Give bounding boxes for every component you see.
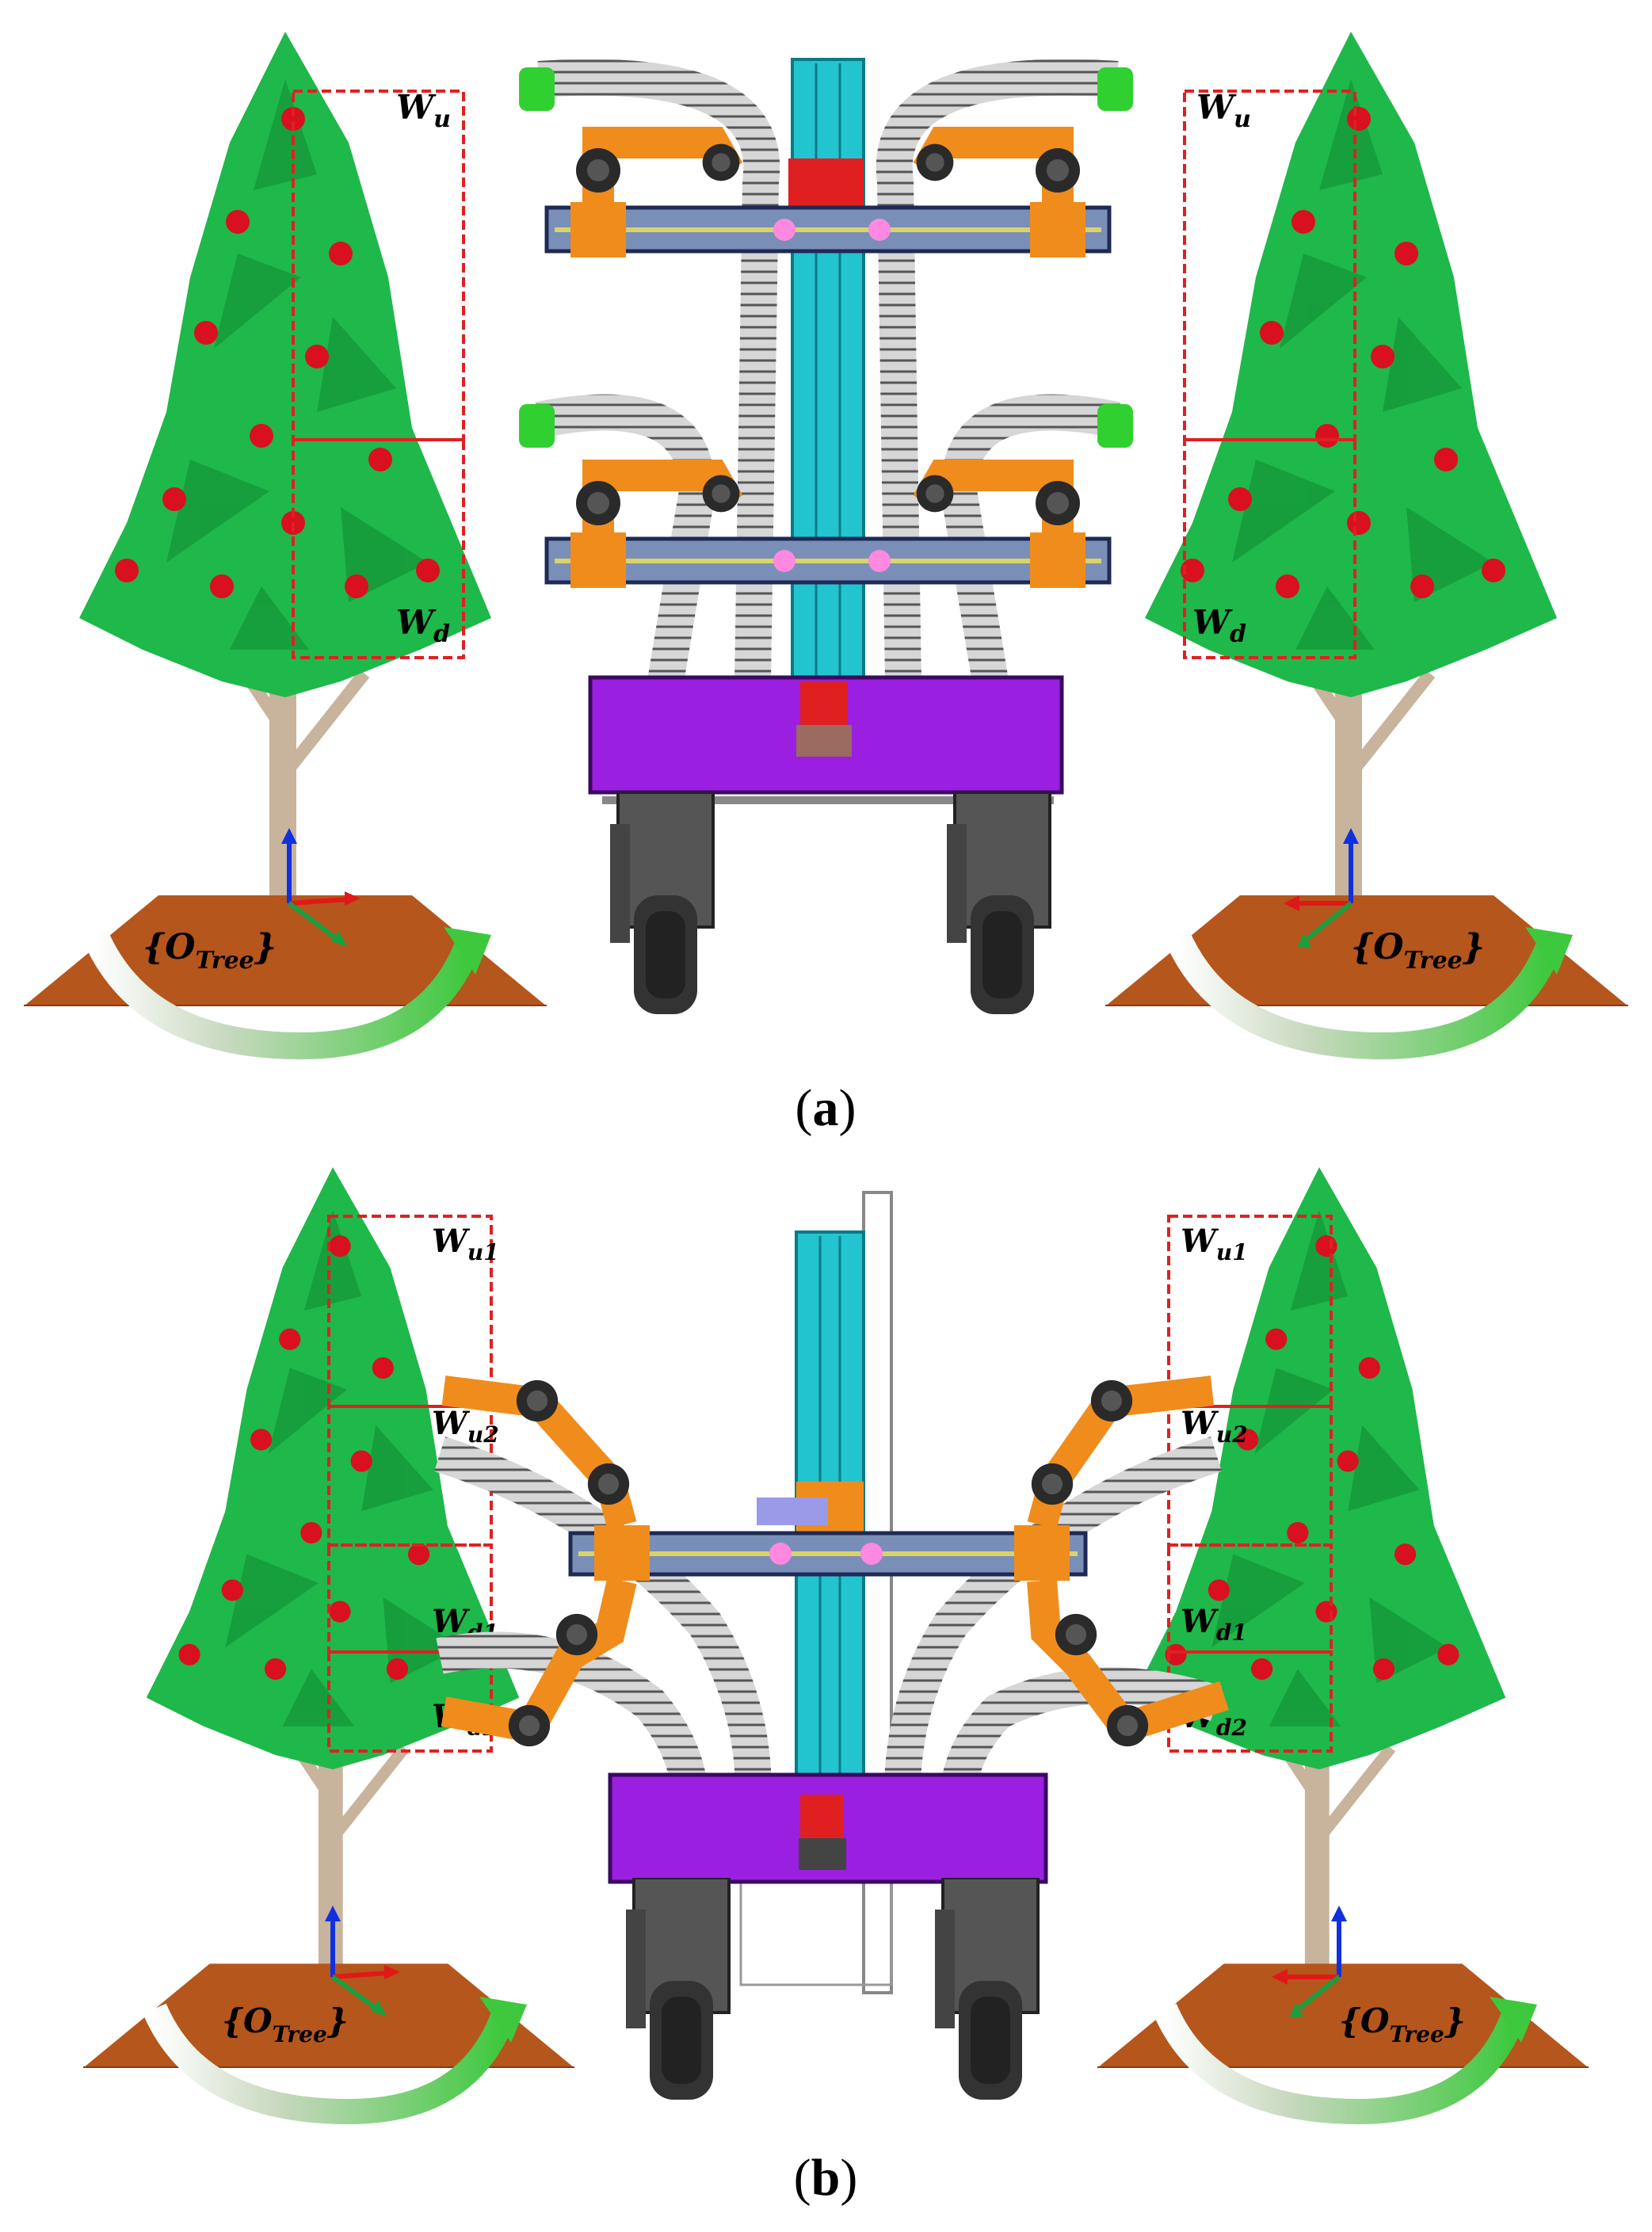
coordinate-axes-icon	[325, 1906, 400, 2016]
robot-b	[434, 1191, 1229, 2100]
workspace-d1-box	[327, 1543, 493, 1654]
caption-a: (a)	[795, 1079, 857, 1137]
rotation-arrow-icon	[82, 929, 480, 1060]
window-label-wu: Wu	[1196, 88, 1251, 133]
workspace-d2-box	[327, 1650, 493, 1753]
lift-column	[791, 58, 865, 695]
tree-right-a: {OTree} Wu Wd	[1105, 32, 1628, 1060]
coordinate-axes-icon	[1284, 828, 1359, 948]
hose	[537, 59, 780, 682]
rotation-arrow-icon	[1153, 2003, 1525, 2125]
rotation-arrow-icon	[1164, 929, 1562, 1060]
gripper-icon	[519, 404, 555, 448]
tree-frame-label: {OTree}	[222, 2001, 349, 2047]
window-label-wd: Wd	[1192, 603, 1246, 648]
caption-b: (b)	[794, 2149, 858, 2207]
tree-icon	[147, 1167, 519, 2006]
gripper-icon	[1097, 404, 1133, 448]
hose	[434, 1436, 773, 1824]
tree-frame-label: {OTree}	[143, 927, 277, 975]
window-label-wd: Wd	[396, 603, 450, 648]
workspace-lower-box	[1183, 438, 1356, 659]
wheel-icon	[610, 792, 715, 1014]
robot-arm-icon	[1027, 1579, 1229, 1746]
wheel-icon	[626, 1878, 731, 2100]
window-label-wu1: Wu1	[432, 1223, 499, 1265]
panel-a: {OTree} Wu Wd {OTree}	[24, 32, 1628, 1137]
robot-arm-icon	[441, 1577, 637, 1745]
tree-icon	[1133, 1167, 1505, 2006]
gripper-icon	[1097, 67, 1133, 111]
hose	[876, 59, 1119, 682]
tree-frame-label: {OTree}	[1339, 2001, 1466, 2047]
workspace-u1-box	[1167, 1215, 1333, 1408]
wheel-icon	[947, 792, 1051, 1014]
window-label-wu1: Wu1	[1181, 1223, 1248, 1265]
tree-icon	[79, 32, 491, 959]
tree-frame-label: {OTree}	[1351, 927, 1485, 975]
tree-right-b: {OTree} Wu1 Wu2 Wd1 Wd2	[1097, 1167, 1589, 2125]
workspace-lower-box	[292, 438, 465, 659]
tree-left-a: {OTree} Wu Wd	[24, 32, 547, 1060]
window-label-wd1: Wd1	[1181, 1603, 1247, 1646]
workspace-d1-box	[1167, 1543, 1333, 1654]
coordinate-axes-icon	[281, 828, 361, 947]
window-label-wu2: Wu2	[1181, 1405, 1248, 1448]
robot-a	[519, 58, 1133, 1014]
wheel-icon	[935, 1878, 1040, 2100]
workspace-u1-box	[327, 1215, 493, 1408]
window-label-wu2: Wu2	[432, 1405, 499, 1448]
coordinate-axes-icon	[1272, 1906, 1347, 2017]
tree-icon	[1145, 32, 1557, 959]
hose	[883, 1436, 1222, 1824]
window-label-wu: Wu	[396, 88, 451, 133]
panel-b: {OTree} Wu1 Wu2 Wd1 Wd2	[83, 1167, 1589, 2207]
robot-arm-icon	[441, 1375, 637, 1529]
gripper-icon	[519, 67, 555, 111]
rotation-arrow-icon	[143, 2003, 515, 2125]
